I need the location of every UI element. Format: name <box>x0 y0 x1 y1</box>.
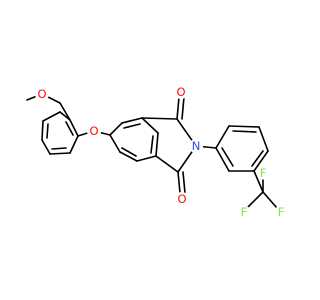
bond <box>69 135 79 154</box>
bond <box>176 96 180 120</box>
atom-label: O <box>176 85 185 99</box>
bond <box>221 147 234 167</box>
bond <box>182 171 186 194</box>
bond <box>69 119 79 137</box>
bond <box>41 139 51 155</box>
bond <box>150 135 154 154</box>
bond <box>262 191 278 209</box>
bond <box>51 147 67 150</box>
bond <box>121 117 143 124</box>
atom-fluorine-left: F <box>237 205 251 219</box>
bond <box>215 125 230 149</box>
bond <box>232 130 257 133</box>
bond <box>177 171 181 194</box>
atom-carbonyl-oxygen-top: O <box>174 85 188 99</box>
atom-label: O <box>177 192 186 206</box>
bond <box>253 150 269 172</box>
atom-label: F <box>241 205 248 219</box>
bonds <box>26 93 278 209</box>
bond <box>181 96 185 120</box>
bond <box>228 125 260 128</box>
atom-label: O <box>37 87 46 101</box>
atom-label: F <box>260 166 267 180</box>
atom-fluorine-top: F <box>256 166 270 180</box>
bond <box>215 147 230 172</box>
bond <box>121 147 137 157</box>
bond <box>59 102 71 121</box>
atom-carbonyl-oxygen-bottom: O <box>175 192 189 206</box>
bond <box>141 117 178 120</box>
bond <box>65 121 74 136</box>
bond <box>253 170 264 193</box>
bond <box>136 155 157 162</box>
atom-methoxy-oxygen: O <box>35 87 49 101</box>
bond <box>109 134 121 153</box>
bond <box>251 150 264 167</box>
atom-label: O <box>89 124 98 138</box>
atom-label: N <box>192 139 201 153</box>
molecule-structure-diagram: O O O O N F F F <box>26 85 288 219</box>
bond <box>123 123 141 129</box>
atom-label: F <box>278 205 285 219</box>
bond <box>109 122 123 136</box>
bond <box>46 123 49 139</box>
bond <box>41 120 44 141</box>
bond <box>258 126 269 152</box>
bond <box>49 152 71 155</box>
bond <box>119 151 138 162</box>
bond <box>155 155 179 173</box>
bond <box>42 111 61 122</box>
atom-fluorine-right: F <box>274 205 288 219</box>
bond <box>141 117 159 134</box>
bond <box>246 191 264 209</box>
bond <box>155 132 159 157</box>
atom-labels: O O O O N F F F <box>35 85 288 219</box>
atom-ether-oxygen: O <box>87 124 101 138</box>
atom-imide-nitrogen: N <box>189 139 203 153</box>
